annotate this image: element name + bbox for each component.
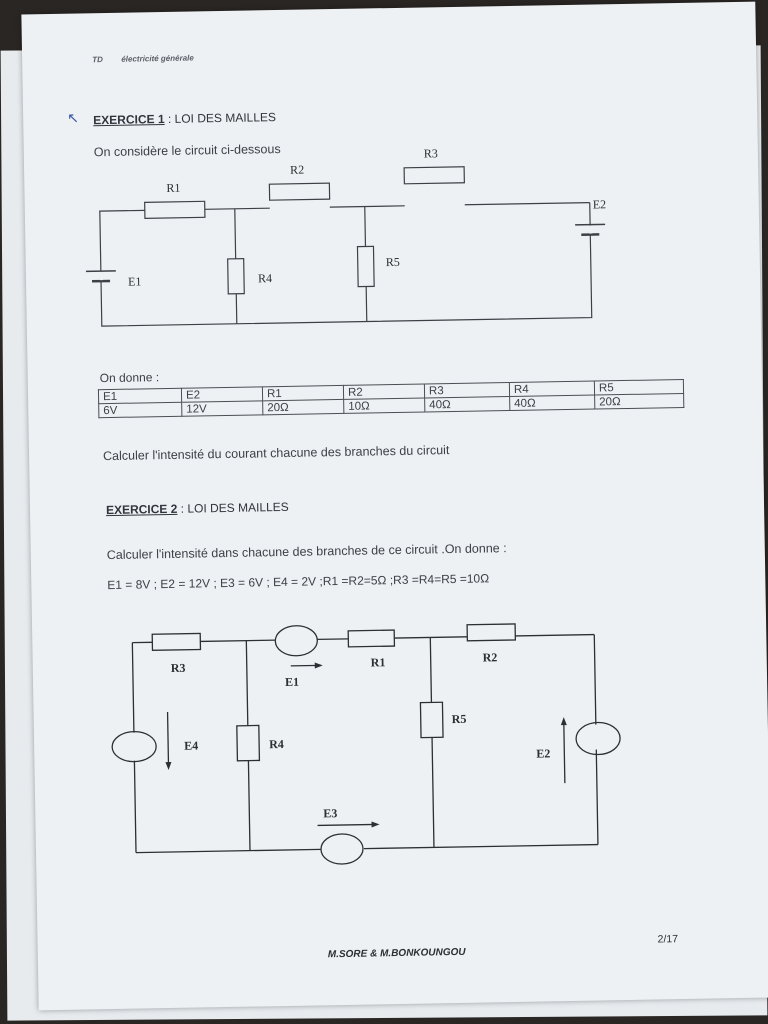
page-number: 2/17 <box>657 933 679 946</box>
circuit1-label-r5: R5 <box>386 255 400 269</box>
table-header-cell: R1 <box>262 385 344 401</box>
header-subject: électricité générale <box>121 53 194 64</box>
table-header-cell: R3 <box>424 382 510 399</box>
table-cell: 10Ω <box>343 398 425 414</box>
document-page: TD électricité générale ↖ EXERCICE 1 : L… <box>21 1 768 1011</box>
table-cell: 20Ω <box>594 393 684 410</box>
pen-mark-icon: ↖ <box>67 109 80 126</box>
circuit2-label-e4: E4 <box>184 739 198 753</box>
circuit1-label-r1: R1 <box>166 181 180 195</box>
exercise1-label: EXERCICE 1 <box>93 111 165 128</box>
exercise1-data-table: E1 E2 R1 R2 R3 R4 R5 6V 12V 20Ω 10Ω 40Ω … <box>98 379 684 418</box>
circuit2-label-r1: R1 <box>371 655 386 669</box>
table-cell: 6V <box>98 402 182 418</box>
circuit1-label-r4: R4 <box>258 271 272 285</box>
circuit2-label-r3: R3 <box>171 661 186 675</box>
exercise1-on-donne: On donne : <box>99 370 160 386</box>
exercise2-title-rest: : LOI DES MAILLES <box>180 499 289 516</box>
table-cell: 40Ω <box>509 395 595 411</box>
exercise1-question: Calculer l'intensité du courant chacune … <box>102 443 450 464</box>
header-td: TD <box>92 55 103 65</box>
circuit2-label-r5: R5 <box>452 712 467 726</box>
table-cell: 40Ω <box>424 396 510 412</box>
circuit2-label-r2: R2 <box>483 650 498 664</box>
exercise2-given: E1 = 8V ; E2 = 12V ; E3 = 6V ; E4 = 2V ;… <box>107 571 490 593</box>
circuit2-label-r4: R4 <box>269 737 284 751</box>
exercise2-question: Calculer l'intensité dans chacune des br… <box>106 541 507 563</box>
table-cell: 20Ω <box>262 399 344 415</box>
table-header-cell: R4 <box>509 381 595 397</box>
page-footer-authors: M.SORE & M.BONKOUNGOU <box>327 946 466 961</box>
circuit1-label-e2: E2 <box>593 197 607 211</box>
table-header-cell: E2 <box>181 386 263 403</box>
table-header-cell: E1 <box>98 388 182 404</box>
exercise2-title: EXERCICE 2 : LOI DES MAILLES <box>106 500 289 517</box>
circuit2-diagram: R3 R1 R2 R4 R5 E1 E2 E3 E4 <box>111 623 621 865</box>
circuit1-label-e1: E1 <box>128 274 142 288</box>
circuit2-label-e2: E2 <box>536 746 550 760</box>
table-cell: 12V <box>181 400 263 417</box>
circuit1-label-r2: R2 <box>290 163 304 177</box>
exercise1-title: EXERCICE 1 : LOI DES MAILLES <box>93 110 276 127</box>
exercise2-label: EXERCICE 2 <box>105 501 178 518</box>
page-header: TD électricité générale <box>92 53 194 64</box>
table-header-cell: R2 <box>343 384 425 400</box>
table-header-cell: R5 <box>594 379 684 396</box>
circuit1-diagram: R1 R2 R3 R4 R5 E1 E2 <box>85 146 607 327</box>
circuit2-label-e3: E3 <box>323 806 337 820</box>
circuit1-label-r3: R3 <box>424 146 438 160</box>
circuit2-label-e1: E1 <box>285 675 299 689</box>
exercise1-title-rest: : LOI DES MAILLES <box>167 110 277 126</box>
